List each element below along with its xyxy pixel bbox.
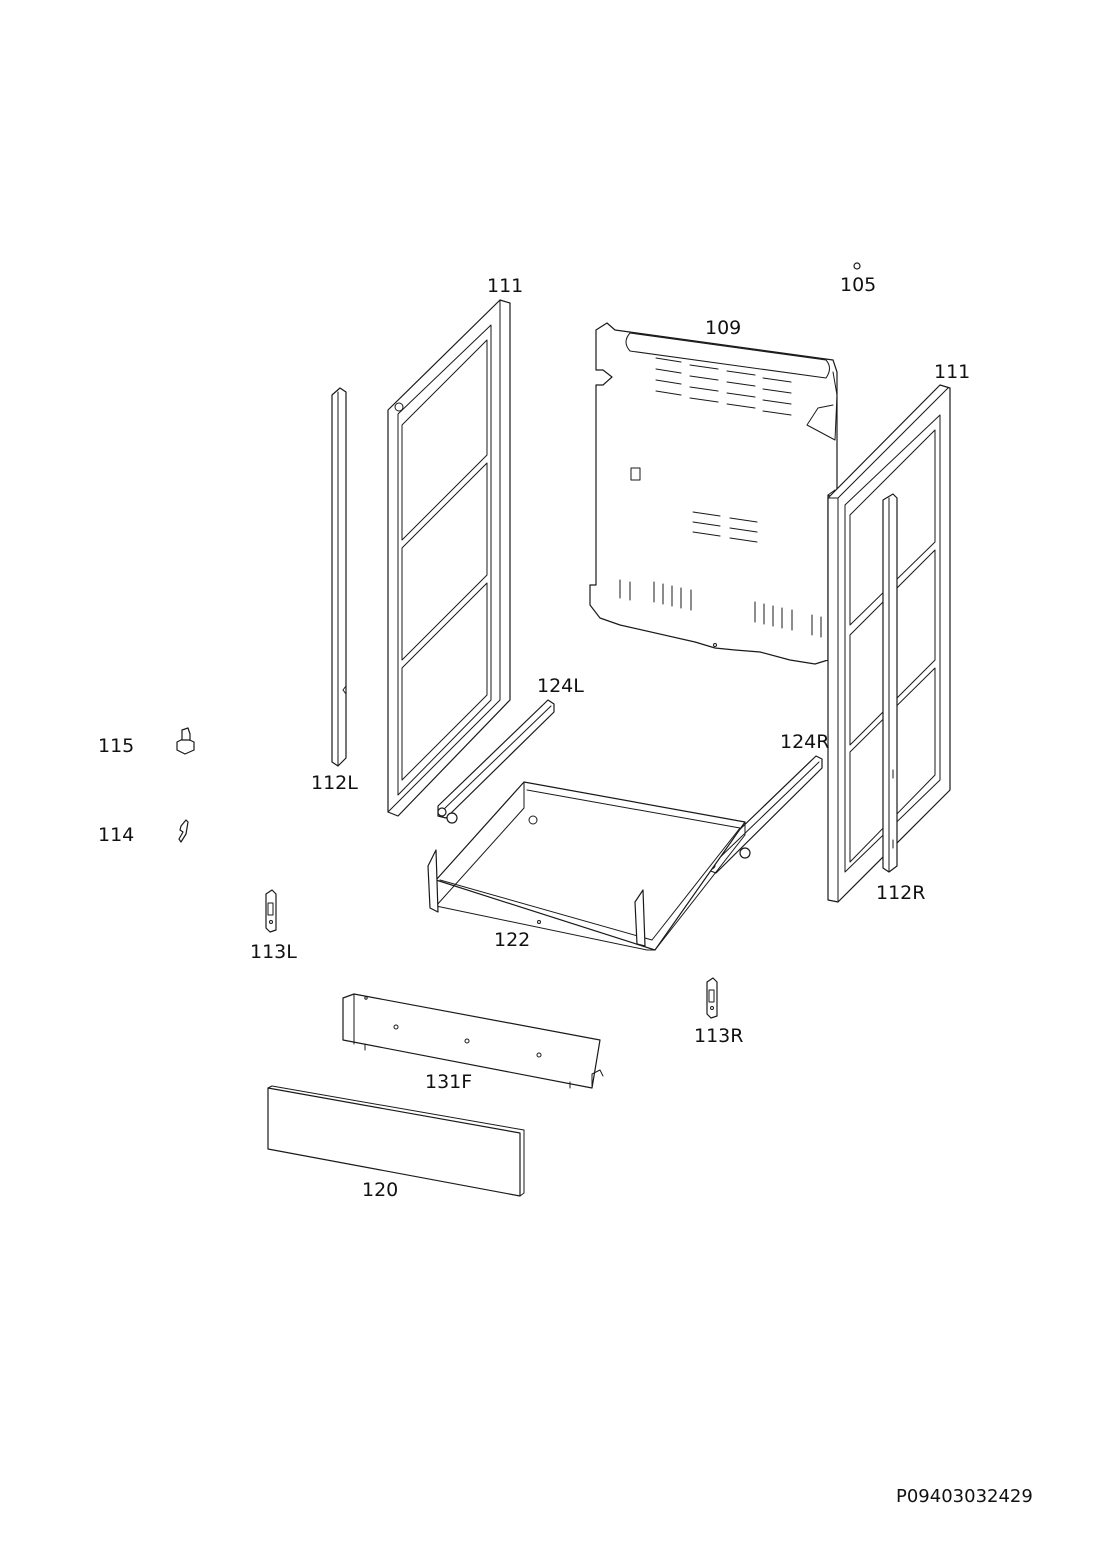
callout-112R: 112R — [876, 882, 925, 904]
part-113L-bracket — [265, 889, 277, 933]
callout-131F: 131F — [425, 1071, 472, 1093]
part-111-left-side-panel — [387, 299, 511, 817]
part-109-back-panel — [589, 322, 838, 665]
vent-slots-middle — [692, 511, 758, 543]
part-122-drawer-tray — [427, 781, 746, 951]
vent-slots-upper — [655, 357, 792, 416]
part-124L-left-runner — [437, 699, 555, 824]
callout-111-right: 111 — [934, 361, 970, 383]
callout-105: 105 — [840, 274, 876, 296]
callout-113L: 113L — [250, 941, 297, 963]
callout-124R: 124R — [780, 731, 829, 753]
part-113R-bracket — [706, 977, 718, 1019]
part-114-clip — [178, 819, 189, 843]
callout-111-left: 111 — [487, 275, 523, 297]
callout-109: 109 — [705, 317, 741, 339]
part-124R-right-runner — [706, 755, 823, 874]
part-131F-front-bracket — [342, 993, 604, 1089]
part-112L-left-strip — [331, 387, 347, 767]
part-115-nut — [176, 727, 195, 755]
document-number: P09403032429 — [896, 1486, 1033, 1507]
callout-122: 122 — [494, 929, 530, 951]
callout-124L: 124L — [537, 675, 584, 697]
callout-113R: 113R — [694, 1025, 743, 1047]
callout-114: 114 — [98, 824, 134, 846]
part-120-drawer-front-panel — [267, 1085, 525, 1197]
part-112R-right-strip — [882, 493, 898, 873]
callout-120: 120 — [362, 1179, 398, 1201]
part-105-screw — [853, 262, 861, 270]
callout-112L: 112L — [311, 772, 358, 794]
vent-slots-lower — [619, 579, 822, 638]
callout-115: 115 — [98, 735, 134, 757]
